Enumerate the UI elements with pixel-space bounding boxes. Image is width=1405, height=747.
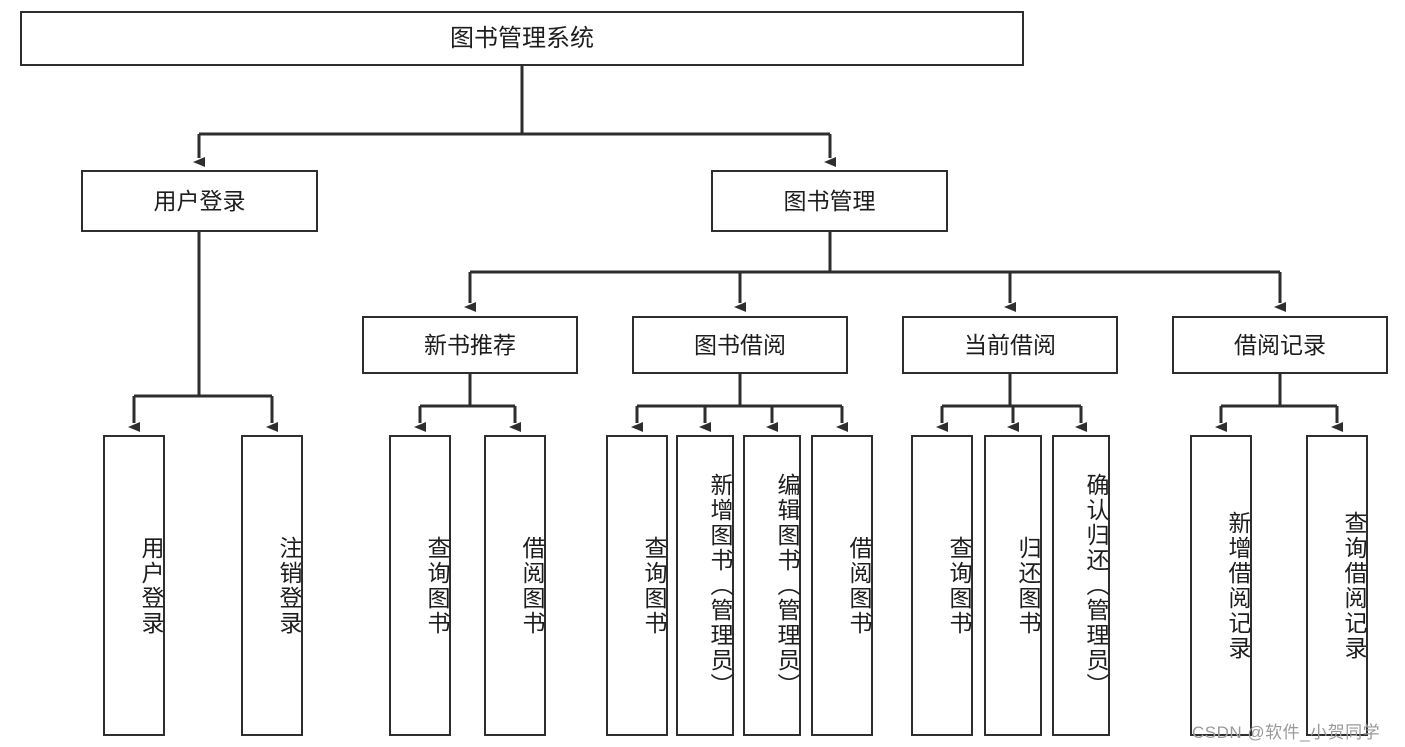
node-leaf-2[interactable]: 查询图书 [389,435,451,736]
node-level3-2[interactable]: 当前借阅 [902,316,1118,374]
node-leaf-10[interactable]: 确认归还（管理员） [1052,435,1110,736]
node-leaf-9[interactable]: 归还图书 [984,435,1042,736]
node-leaf-3[interactable]: 借阅图书 [484,435,546,736]
node-level3-3[interactable]: 借阅记录 [1172,316,1388,374]
watermark-text: CSDN @软件_小贺同学 [1192,723,1381,742]
node-level3-0[interactable]: 新书推荐 [362,316,578,374]
node-level2-0[interactable]: 用户登录 [81,170,318,232]
node-leaf-4[interactable]: 查询图书 [606,435,668,736]
node-leaf-6[interactable]: 编辑图书（管理员） [743,435,801,736]
node-root[interactable]: 图书管理系统 [20,11,1024,66]
node-leaf-1[interactable]: 注销登录 [241,435,303,736]
node-level3-1[interactable]: 图书借阅 [632,316,848,374]
node-leaf-11[interactable]: 新增借阅记录 [1190,435,1252,736]
node-leaf-7[interactable]: 借阅图书 [811,435,873,736]
node-leaf-5[interactable]: 新增图书（管理员） [676,435,734,736]
node-leaf-0[interactable]: 用户登录 [103,435,165,736]
node-leaf-8[interactable]: 查询图书 [911,435,973,736]
node-level2-1[interactable]: 图书管理 [711,170,948,232]
node-leaf-12[interactable]: 查询借阅记录 [1306,435,1368,736]
